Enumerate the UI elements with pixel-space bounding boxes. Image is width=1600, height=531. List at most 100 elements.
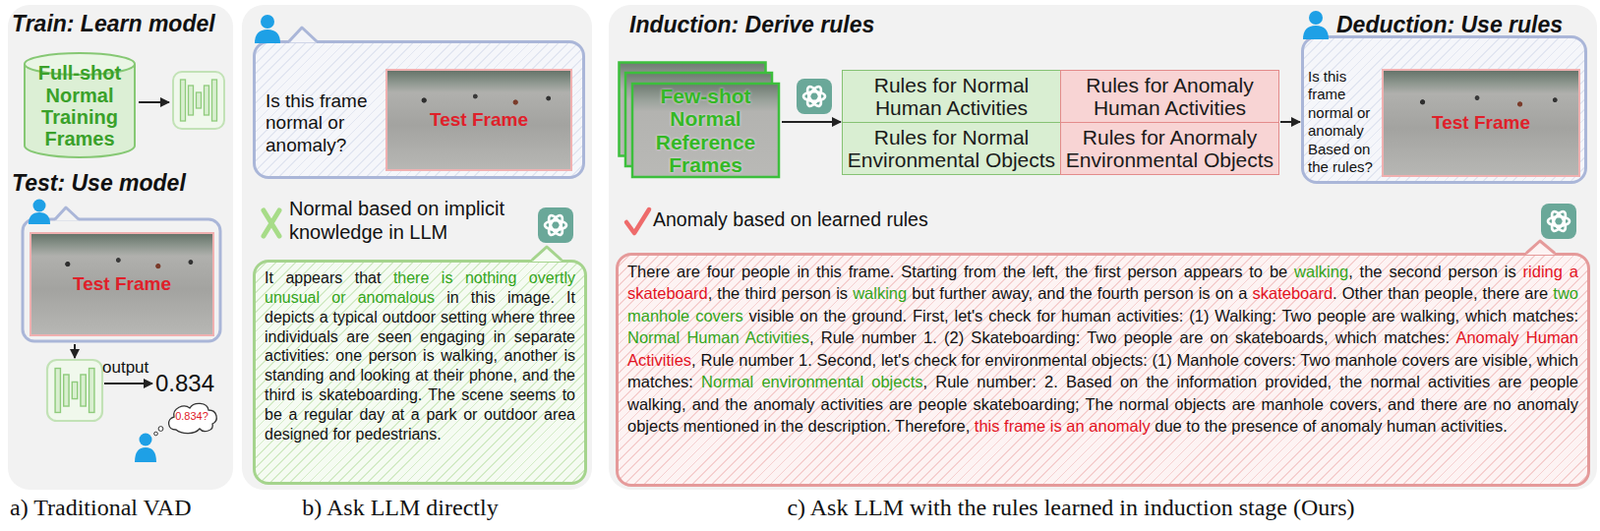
text-slot: It appears that there is nothing overtly… (264, 268, 576, 477)
bubble-tail (55, 207, 79, 222)
text-slot: output (102, 357, 162, 378)
user-icon (1303, 10, 1329, 40)
text-run: walking (1294, 262, 1349, 281)
text-run: , the second person is (1348, 262, 1523, 281)
bubble-tail (289, 27, 317, 42)
rule-text: Rules for Normal Human Activities (843, 73, 1060, 119)
cylinder-text: Full-shot Normal Training Frames (26, 61, 133, 151)
test-frame-image: Test Frame (1381, 68, 1581, 178)
frame-stack: Few-shot Normal Reference Frames (617, 60, 781, 179)
text-slot: c) Ask LLM with the rules learned in ind… (608, 493, 1534, 523)
gpt-logo (537, 207, 574, 243)
text-slot: Anomaly based on learned rules (652, 208, 978, 232)
text-run: in this image. It depicts a typical outd… (264, 289, 576, 443)
cross-mark (263, 210, 280, 237)
response-text: There are four people in this frame. Sta… (627, 260, 1579, 438)
text-slot: 0.834 (155, 369, 227, 399)
rule-cell: Rules for Normal Environmental Objects (841, 121, 1062, 176)
bubble-tail (1526, 240, 1555, 255)
question-text: Is this frame normal or anomaly Based on… (1307, 67, 1383, 178)
text-slot: Full-shot Normal Training Frames (26, 57, 133, 156)
gpt-logo (1540, 203, 1577, 239)
text-slot: Rules for Anormaly Environmental Objects (1061, 122, 1279, 175)
text-run: It appears that (264, 269, 394, 287)
text-slot: Test: Use model (11, 170, 234, 198)
panel-heading: Deduction: Use rules (1336, 11, 1595, 40)
text-run: There are four people in this frame. Sta… (627, 262, 1295, 281)
connector-arrow (781, 120, 841, 123)
speech-bubble: Is this frame normal or anomaly? Test Fra… (252, 40, 586, 179)
verdict-label: Normal based on implicit knowledge in LL… (289, 196, 522, 244)
thought-cloud: 0.834? (164, 399, 220, 435)
bubble-tail (532, 246, 562, 262)
text-run: this frame is an anomaly (974, 416, 1151, 435)
text-slot: Is this frame normal or anomaly? (265, 90, 382, 157)
test-frame-image: Test Frame (385, 68, 573, 172)
text-slot: Rules for Anomaly Human Activities (1061, 70, 1279, 122)
text-slot: 0.834? (164, 399, 220, 435)
text-slot: Normal based on implicit knowledge in LL… (289, 196, 522, 244)
text-slot: Test Frame (387, 70, 571, 170)
text-run: , the third person is (708, 284, 854, 302)
text-slot: Few-shot Normal Reference Frames (632, 83, 779, 178)
caption: b) Ask LLM directly (241, 493, 559, 523)
model-icon (47, 359, 103, 421)
panel-heading: Induction: Derive rules (629, 11, 1023, 40)
text-slot: Test Frame (31, 234, 213, 335)
panel-heading: Train: Learn model (11, 10, 234, 39)
image-label: Test Frame (72, 273, 172, 297)
model-icon (173, 71, 225, 129)
verdict-label: Anomaly based on learned rules (652, 208, 978, 232)
question-text: Is this frame normal or anomaly? (265, 90, 382, 157)
text-slot: Induction: Derive rules (629, 11, 1023, 40)
text-run: due to the presence of anomaly human act… (1150, 416, 1508, 435)
user-icon (28, 199, 51, 226)
image-label: Test Frame (429, 109, 529, 132)
text-slot: a) Traditional VAD (9, 493, 305, 523)
text-slot: There are four people in this frame. Sta… (627, 260, 1579, 481)
caption: c) Ask LLM with the rules learned in ind… (608, 493, 1534, 523)
text-slot: Is this frame normal or anomaly Based on… (1307, 67, 1383, 178)
text-run: skateboard (1251, 284, 1333, 302)
arrow (138, 101, 170, 104)
text-slot: b) Ask LLM directly (241, 493, 559, 523)
gpt-logo (796, 78, 832, 115)
rule-text: Rules for Anormaly Environmental Objects (1062, 125, 1278, 172)
bubble-tail (289, 27, 317, 44)
database-cylinder: Full-shot Normal Training Frames (22, 51, 137, 160)
response-text: It appears that there is nothing overtly… (264, 268, 576, 445)
text-run: but further away, and the fourth person … (906, 284, 1252, 302)
rule-cell: Rules for Anomaly Human Activities (1060, 69, 1280, 123)
frames-text: Few-shot Normal Reference Frames (632, 84, 779, 176)
image-label: Test Frame (1431, 112, 1531, 135)
user-icon (254, 14, 281, 44)
rule-cell: Rules for Normal Human Activities (841, 69, 1062, 123)
text-slot: Rules for Normal Environmental Objects (842, 122, 1061, 175)
text-run: . Other than people, there are (1332, 284, 1553, 302)
score-label: 0.834 (155, 369, 227, 399)
rule-text: Rules for Anomaly Human Activities (1062, 73, 1278, 119)
text-run: Normal Human Activities (627, 328, 810, 347)
response-bubble: There are four people in this frame. Sta… (615, 252, 1591, 487)
rule-text: Rules for Normal Environmental Objects (843, 125, 1060, 172)
text-run: walking (852, 284, 907, 302)
text-slot: Test Frame (1383, 70, 1579, 176)
text-slot: Train: Learn model (11, 10, 234, 39)
response-bubble: It appears that there is nothing overtly… (252, 259, 588, 485)
text-run: , Rule number 1. (2) Skateboarding: Two … (809, 328, 1456, 347)
caption: a) Traditional VAD (9, 493, 305, 523)
check-mark (626, 209, 650, 234)
output-label: output (102, 357, 162, 378)
panel: b) Ask LLM directlyIs this frame normal … (241, 4, 593, 490)
speech-bubble: Is this frame normal or anomaly Based on… (1301, 35, 1588, 184)
thought-dots (154, 426, 164, 436)
arrow (104, 382, 153, 385)
test-frame-image: Test Frame (29, 232, 215, 337)
text-run: visible on the ground. First, let's chec… (743, 306, 1579, 325)
cloud-text: 0.834? (175, 410, 209, 423)
text-slot: Deduction: Use rules (1336, 11, 1595, 40)
panel: Induction: Derive rules Deduction: Use ru… (608, 4, 1598, 490)
speech-bubble-outline (22, 219, 221, 342)
